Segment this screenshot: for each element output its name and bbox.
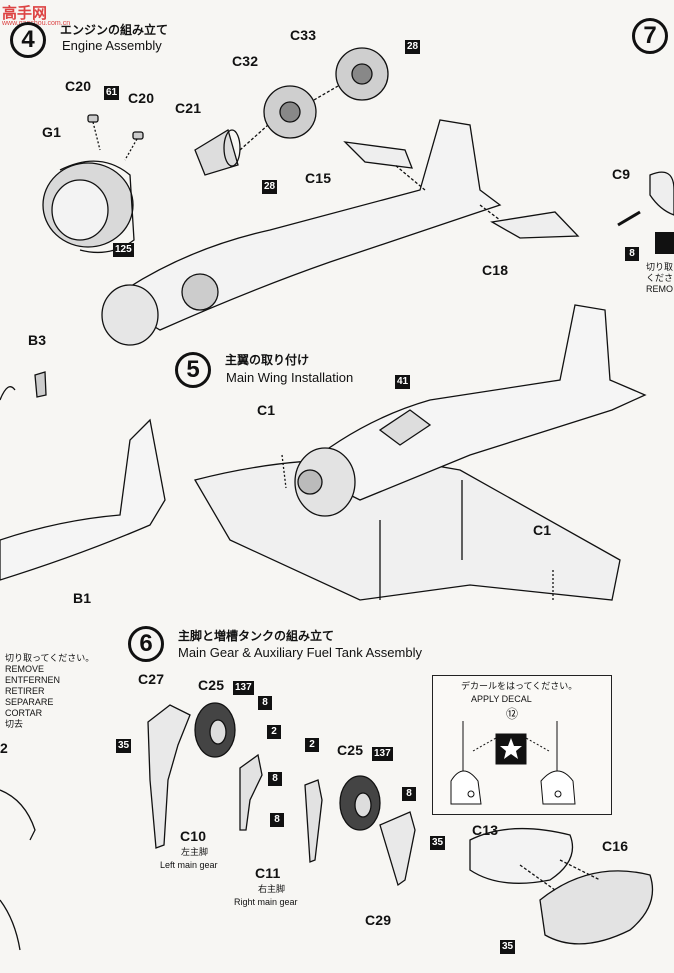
part-label-c27: C27 [138,671,165,687]
part-label-c20-left: C20 [65,78,92,94]
part-label-c10: C10 [180,828,207,844]
part-label-c33: C33 [290,27,317,43]
cut-mark-icon [655,232,674,254]
step-6-title-en: Main Gear & Auxiliary Fuel Tank Assembly [178,645,422,660]
color-badge-137-right: 137 [372,747,393,761]
part-label-c29: C29 [365,912,392,928]
color-badge-35-tank: 35 [500,940,516,954]
part-label-g1: G1 [42,124,62,140]
part-label-c32: C32 [232,53,259,69]
right-gear-en: Right main gear [234,897,298,907]
part-label-c16: C16 [602,838,629,854]
remove-cn: 切去 [5,719,24,729]
left-gear-en: Left main gear [160,860,218,870]
color-badge-41: 41 [395,375,411,389]
watermark-logo: 高手网 [2,4,48,22]
part-label-b3: B3 [28,332,47,348]
right-gear-jp: 右主脚 [258,884,286,894]
color-badge-8-wheel-right: 8 [402,787,416,801]
remove-right-en: REMO [646,284,673,294]
remove-en: REMOVE [5,664,45,674]
part-label-c25-left: C25 [198,677,225,693]
part-label-c13: C13 [472,822,499,838]
part-label-c21: C21 [175,100,202,116]
part-label-c1-right: C1 [533,522,552,538]
step-5-number: 5 [175,352,211,388]
color-badge-28-bottom: 28 [262,180,278,194]
remove-right-jp2: くださ [646,273,674,283]
step-5-title-en: Main Wing Installation [226,370,354,385]
part-label-c20-right: C20 [128,90,155,106]
color-badge-35-left: 35 [116,739,132,753]
part-label-b1: B1 [73,590,92,606]
remove-jp: 切り取ってください。 [5,653,95,663]
part-label-edge-2: 2 [0,740,8,756]
step-4-title-jp: エンジンの組み立て [60,23,169,37]
remove-instructions-right: 切り取 くださ REMO [646,262,673,295]
color-badge-8-c9: 8 [625,247,639,261]
color-badge-125: 125 [113,243,134,257]
part-label-c25-right: C25 [337,742,364,758]
step-4-number: 4 [10,22,46,58]
decal-diagram [450,721,576,805]
gear-leg-c27-drawing [147,704,191,849]
color-badge-2-right: 2 [305,738,319,752]
fuselage-step4-drawing [108,119,502,331]
decal-en: APPLY DECAL [471,694,532,704]
color-badge-8-gear-right: 8 [270,813,284,827]
remove-es: CORTAR [5,708,43,718]
part-label-c11: C11 [255,865,281,881]
color-badge-8-gear-left: 8 [268,772,282,786]
color-badge-2-left: 2 [267,725,281,739]
star-insignia-icon [500,738,522,759]
step-7-number: 7 [632,18,668,54]
step-6-number: 6 [128,626,164,662]
color-badge-8-wheel-left: 8 [258,696,272,710]
color-badge-61: 61 [104,86,120,100]
decal-jp: デカールをはってください。 [461,681,578,691]
color-badge-137-left: 137 [233,681,254,695]
decal-number: ⑫ [506,707,519,721]
part-label-c15: C15 [305,170,332,186]
step-6-title-jp: 主脚と増槽タンクの組み立て [178,629,335,643]
step-4-title-en: Engine Assembly [62,38,162,53]
part-label-c18: C18 [482,262,509,278]
remove-de: ENTFERNEN [5,675,61,685]
part-label-c9: C9 [612,166,631,182]
remove-it: SEPARARE [5,697,54,707]
fuel-tank-c16-drawing [539,870,654,945]
remove-fr: RETIRER [5,686,45,696]
part-label-c1-top: C1 [257,402,276,418]
step-5-title-jp: 主翼の取り付け [225,353,310,367]
left-gear-jp: 左主脚 [181,847,209,857]
color-badge-28-top: 28 [405,40,421,54]
fuel-tank-c13-drawing [469,827,574,884]
color-badge-35-right: 35 [430,836,446,850]
remove-instructions: 切り取ってください。 REMOVE ENTFERNEN RETIRER SEPA… [5,653,94,730]
fuselage-b1-drawing [0,418,166,581]
decal-instruction-box: デカールをはってください。 APPLY DECAL ⑫ [432,675,612,815]
remove-right-jp: 切り取 [646,262,674,272]
